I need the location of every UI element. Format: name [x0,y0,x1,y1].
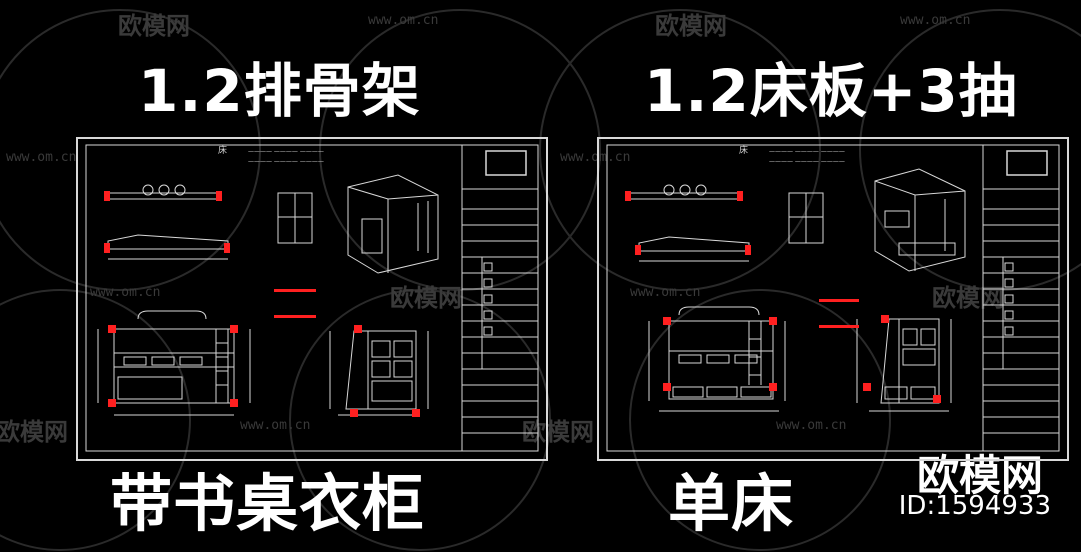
svg-text:床: 床 [218,144,227,156]
svg-text:———— ———— ————: ———— ———— ———— [769,158,845,165]
watermark-url: www.om.cn [90,285,161,300]
svg-text:———— ———— ————: ———— ———— ———— [769,148,845,155]
watermark-logo: 欧模网 [118,12,190,40]
headline-bottom-right: 单床 [668,467,795,540]
watermark-url: www.om.cn [368,13,439,28]
watermark-logo: 欧模网 [522,418,594,446]
watermark-logo: 欧模网 [390,284,462,312]
watermark-url: www.om.cn [900,13,971,28]
drawing-sheet-right: 床 ———— ———— ———— ———— ———— ———— [597,137,1069,461]
watermark-url: www.om.cn [776,418,847,433]
drawing-right: 床 ———— ———— ———— ———— ———— ———— [606,144,1060,452]
drawing-sheet-left: 床 ———— ———— ———— ———— ———— ———— [76,137,548,461]
watermark-logo: 欧模网 [655,12,727,40]
headline-bottom-left: 带书桌衣柜 [110,467,426,540]
watermark-logo: 欧模网 [0,418,68,446]
watermark-url: www.om.cn [240,418,311,433]
brand-id: ID:1594933 [898,491,1051,521]
watermark-url: www.om.cn [630,285,701,300]
svg-text:———— ———— ————: ———— ———— ———— [248,148,324,155]
drawing-left: 床 ———— ———— ———— ———— ———— ———— [85,144,539,452]
svg-text:床: 床 [739,144,748,156]
svg-text:———— ———— ————: ———— ———— ———— [248,158,324,165]
watermark-url: www.om.cn [560,150,631,165]
headline-top-right: 1.2床板+3抽 [644,57,1018,125]
watermark-url: www.om.cn [6,150,77,165]
headline-top-left: 1.2排骨架 [138,57,421,125]
